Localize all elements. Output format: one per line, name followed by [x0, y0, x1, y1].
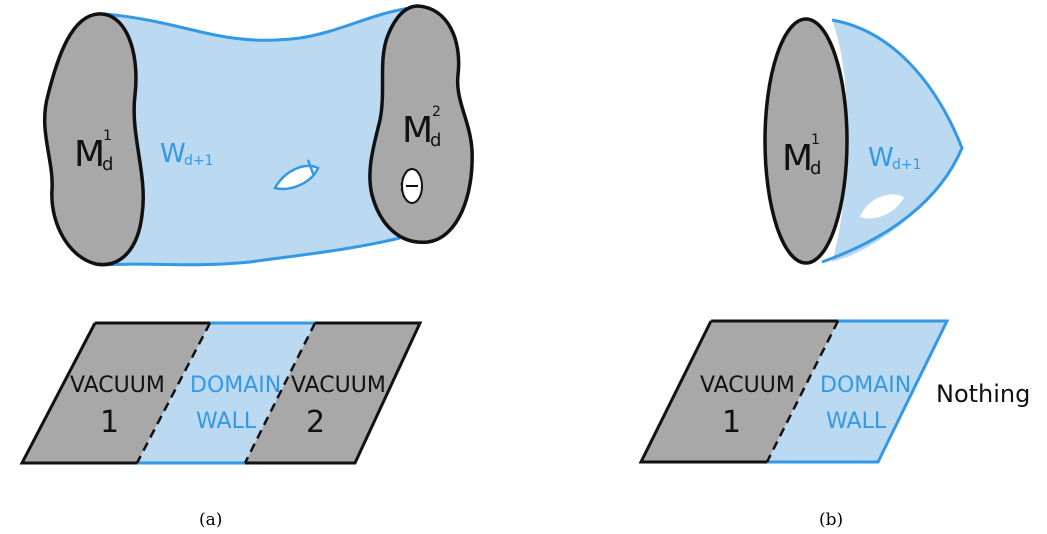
strip-a-vacuum2-line1: VACUUM: [291, 373, 386, 398]
bordism-tube-a: [100, 8, 410, 265]
bordism-cap-edge: [821, 18, 964, 264]
strip-b-vacuum1-line2: 1: [722, 405, 741, 440]
bordism-sub-a: d+1: [184, 153, 214, 169]
bordism-label-b: W: [868, 143, 894, 173]
panel-a: M d 1 M d 2 W d+1 VACUUM 1 DOMAIN WALL V…: [19, 4, 474, 530]
manifold-sup-b: 1: [811, 132, 820, 148]
hole-icon-a: [273, 159, 320, 191]
caption-b: (b): [819, 510, 843, 530]
bordism-sub-b: d+1: [892, 157, 922, 173]
manifold-right-a: [368, 4, 474, 244]
domain-strip-b: [638, 319, 950, 464]
manifold-right-label: M: [402, 110, 433, 151]
strip-b-domain-line1: DOMAIN: [820, 373, 911, 398]
manifold-label-b: M: [782, 138, 813, 179]
bordism-cap-b: [832, 20, 962, 262]
handle-icon-right-manifold: [400, 168, 423, 204]
panel-b: M d 1 W d+1 VACUUM 1 DOMAIN WALL Nothing…: [638, 17, 1030, 530]
strip-a-vacuum1-line2: 1: [100, 405, 119, 440]
manifold-left-label: M: [74, 134, 105, 175]
caption-a: (a): [199, 510, 222, 530]
bordism-label-a: W: [160, 139, 186, 169]
manifold-sub-b: d: [810, 158, 821, 179]
strip-b-vacuum1-line1: VACUUM: [700, 373, 795, 398]
manifold-right-sub: d: [430, 130, 441, 151]
strip-a-domain-line2: WALL: [196, 409, 257, 434]
strip-a-domain-line1: DOMAIN: [190, 373, 281, 398]
manifold-disk-b: [763, 17, 849, 265]
manifold-left-a: [42, 12, 145, 267]
manifold-left-sup: 1: [103, 128, 112, 144]
hole-icon-b: [859, 194, 905, 219]
strip-b-domain-line2: WALL: [826, 409, 887, 434]
strip-a-vacuum1-line1: VACUUM: [70, 373, 165, 398]
domain-strip-a: [19, 321, 423, 465]
nothing-label: Nothing: [936, 380, 1030, 408]
bordism-tube-top-edge: [104, 6, 411, 42]
bordism-tube-bottom-edge: [99, 236, 401, 267]
manifold-left-sub: d: [102, 154, 113, 175]
manifold-right-sup: 2: [432, 104, 441, 120]
strip-a-vacuum2-line2: 2: [306, 405, 325, 440]
